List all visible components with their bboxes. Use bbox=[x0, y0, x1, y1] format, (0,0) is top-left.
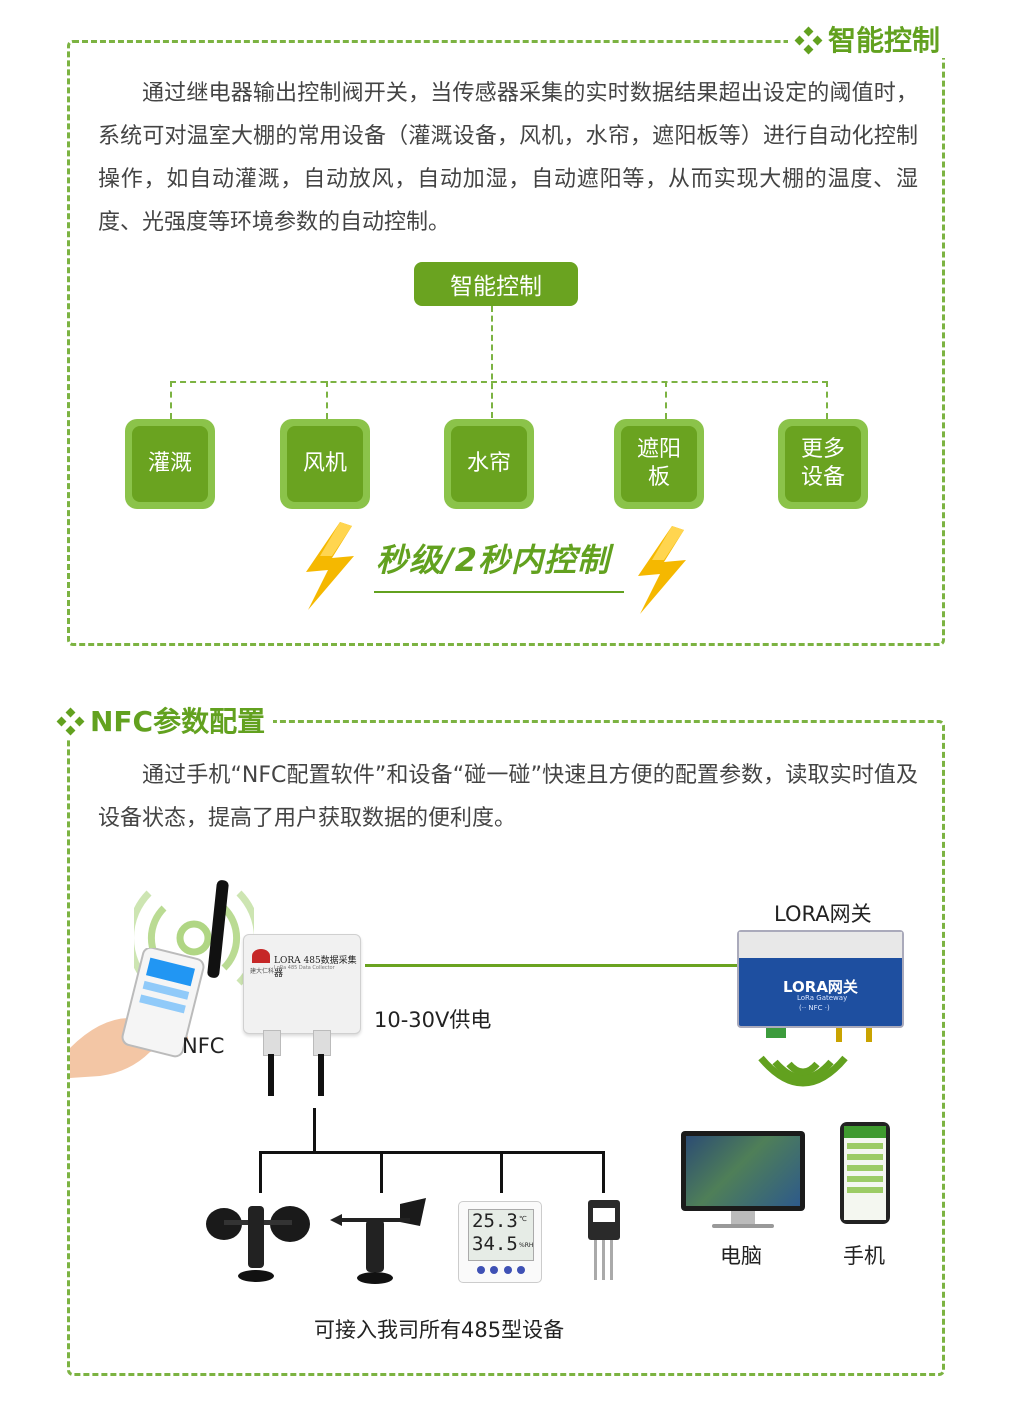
nfc-label: NFC bbox=[182, 1034, 225, 1058]
gateway-label: LORA网关 bbox=[774, 902, 872, 926]
node-water-curtain: 水帘 bbox=[444, 419, 534, 509]
phone-screen bbox=[844, 1126, 886, 1220]
node-more-devices: 更多 设备 bbox=[778, 419, 868, 509]
tree-drop-3 bbox=[500, 1151, 503, 1193]
device-brand: 建大仁科 bbox=[250, 968, 275, 975]
display-buttons bbox=[477, 1266, 525, 1274]
computer-base bbox=[712, 1224, 774, 1228]
node-sunshade: 遮阳 板 bbox=[614, 419, 704, 509]
connector-vertical-main bbox=[491, 306, 493, 418]
device-label: LORA 485数据采集器 bbox=[274, 956, 357, 979]
display-screen bbox=[468, 1209, 534, 1261]
gateway-screen-sub: LoRa Gateway bbox=[797, 994, 848, 1002]
display-hum: 34.5 bbox=[472, 1233, 518, 1255]
gateway-screen-nfc: (·· NFC ·) bbox=[799, 1004, 830, 1012]
phone-label: 手机 bbox=[843, 1244, 885, 1268]
cable-right bbox=[318, 1054, 324, 1096]
lightning-icon-right bbox=[638, 526, 686, 614]
connector-node-4 bbox=[665, 381, 667, 419]
lightning-icon-left bbox=[306, 522, 354, 610]
hand-holding-phone bbox=[70, 948, 205, 1078]
brand-logo bbox=[252, 949, 270, 963]
display-hum-unit: %RH bbox=[519, 1242, 534, 1249]
device-sublabel: LoRa 485 Data Collector bbox=[274, 965, 335, 971]
gateway-top-panel bbox=[739, 932, 902, 958]
connector-node-2 bbox=[326, 381, 328, 419]
sparkle-icon bbox=[794, 26, 823, 55]
speed-label: 秒级/2秒内控制 bbox=[376, 541, 610, 579]
gateway-screen-title: LORA网关 bbox=[783, 978, 858, 996]
smart-control-panel bbox=[67, 40, 945, 646]
nfc-description: 通过手机“NFC配置软件”和设备“碰一碰”快速且方便的配置参数，读取实时值及设备… bbox=[98, 763, 918, 831]
sensor-caption: 可接入我司所有485型设备 bbox=[314, 1318, 565, 1342]
soil-probe-sensor bbox=[588, 1200, 620, 1280]
computer-monitor bbox=[681, 1131, 805, 1211]
section-title-text: NFC参数配置 bbox=[90, 705, 266, 738]
speed-underline bbox=[374, 591, 624, 593]
computer-stand bbox=[731, 1211, 755, 1225]
connector-node-5 bbox=[826, 381, 828, 419]
computer-screen bbox=[686, 1136, 800, 1206]
cable-gland-left bbox=[263, 1030, 281, 1056]
computer-label: 电脑 bbox=[720, 1244, 762, 1268]
tree-bus bbox=[259, 1151, 605, 1154]
nfc-config-panel bbox=[67, 720, 945, 1376]
link-line bbox=[365, 964, 737, 967]
temp-humidity-sensor: 25.3 ℃ 34.5 %RH bbox=[458, 1201, 542, 1283]
lora-data-collector: LORA 485数据采集器 LoRa 485 Data Collector 建大… bbox=[243, 934, 361, 1034]
gateway-antenna-port-right bbox=[866, 1028, 872, 1042]
node-irrigation: 灌溉 bbox=[125, 419, 215, 509]
gateway-terminal bbox=[766, 1028, 786, 1038]
display-temp: 25.3 bbox=[472, 1210, 518, 1232]
power-label: 10-30V供电 bbox=[374, 1008, 492, 1032]
tree-drop-1 bbox=[259, 1151, 262, 1193]
wind-vane-sensor bbox=[330, 1198, 426, 1284]
sparkle-icon bbox=[56, 707, 85, 736]
cable-gland-right bbox=[313, 1030, 331, 1056]
tree-trunk bbox=[313, 1108, 316, 1153]
smart-control-title: 智能控制 bbox=[788, 24, 949, 58]
nfc-config-title: NFC参数配置 bbox=[50, 705, 274, 739]
connector-horizontal bbox=[170, 381, 828, 383]
section-title-text: 智能控制 bbox=[828, 24, 941, 57]
lora-gateway: LORA网关 LoRa Gateway (·· NFC ·) bbox=[737, 930, 904, 1028]
anemometer-sensor bbox=[206, 1206, 310, 1282]
smart-control-root: 智能控制 bbox=[414, 262, 578, 306]
gateway-antenna-port-left bbox=[836, 1028, 842, 1042]
node-fan: 风机 bbox=[280, 419, 370, 509]
tree-drop-2 bbox=[380, 1151, 383, 1193]
mobile-phone bbox=[840, 1122, 890, 1224]
smart-control-description: 通过继电器输出控制阀开关，当传感器采集的实时数据结果超出设定的阈值时，系统可对温… bbox=[98, 81, 918, 235]
tree-drop-4 bbox=[602, 1151, 605, 1193]
cable-left bbox=[268, 1054, 274, 1096]
connector-node-1 bbox=[170, 381, 172, 419]
wireless-signal-icon bbox=[758, 1055, 848, 1087]
display-temp-unit: ℃ bbox=[519, 1215, 527, 1223]
